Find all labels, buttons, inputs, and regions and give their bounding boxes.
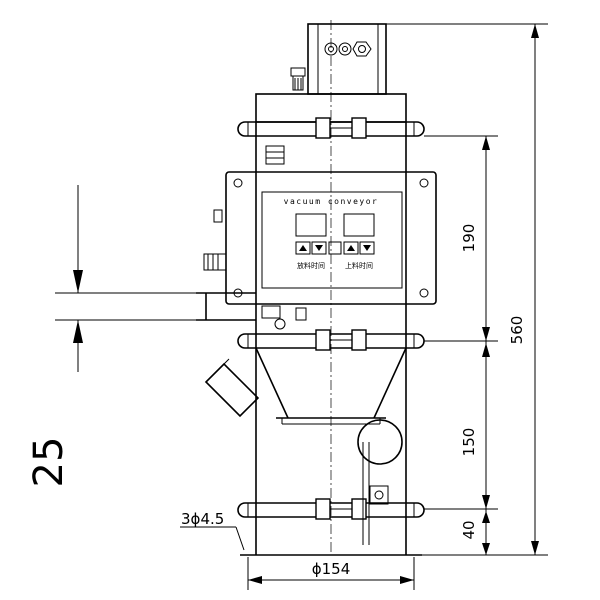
holes-dimension-text: 3ϕ4.5 (181, 510, 224, 528)
diameter-dimension-text: ϕ154 (312, 560, 351, 578)
lower-fitting-icon (261, 305, 307, 330)
total-height-text: 560 (508, 316, 526, 345)
control-panel: vacuum conveyor 放料时间 上料时间 (225, 171, 437, 305)
up-button-right[interactable] (343, 241, 359, 255)
top-valve-box (307, 23, 387, 95)
detail-dimension-text: 25 (26, 437, 72, 488)
spacer-square (328, 241, 342, 255)
diameter-dimension (247, 557, 415, 590)
middle-height-text: 150 (460, 428, 478, 457)
down-button-right[interactable] (359, 241, 375, 255)
panel-title: vacuum conveyor (284, 197, 379, 206)
upper-height-dimension (424, 135, 498, 342)
angled-inlet-pipe (204, 358, 260, 418)
top-gland-icon (290, 67, 306, 91)
main-body (240, 122, 422, 556)
lower-height-text: 40 (460, 520, 478, 539)
holes-leader (180, 526, 245, 551)
side-inlet-pipe (196, 292, 256, 321)
down-button-left[interactable] (311, 241, 327, 255)
timer-display-left (295, 213, 327, 237)
up-button-left[interactable] (295, 241, 311, 255)
discharge-valve (357, 419, 403, 545)
timer-display-right (343, 213, 375, 237)
total-height-dimension (386, 23, 548, 556)
lower-height-dimension (482, 509, 490, 555)
upper-height-text: 190 (460, 224, 478, 253)
middle-height-dimension (424, 341, 498, 510)
panel-label-left: 放料时间 (297, 261, 325, 270)
clamp-band-top (237, 117, 425, 139)
hopper-cone (255, 347, 407, 425)
panel-label-right: 上料时间 (345, 261, 373, 270)
body-gland-icon (265, 145, 285, 165)
detail-dimension (55, 185, 196, 372)
panel-fitting-icon (203, 209, 227, 271)
